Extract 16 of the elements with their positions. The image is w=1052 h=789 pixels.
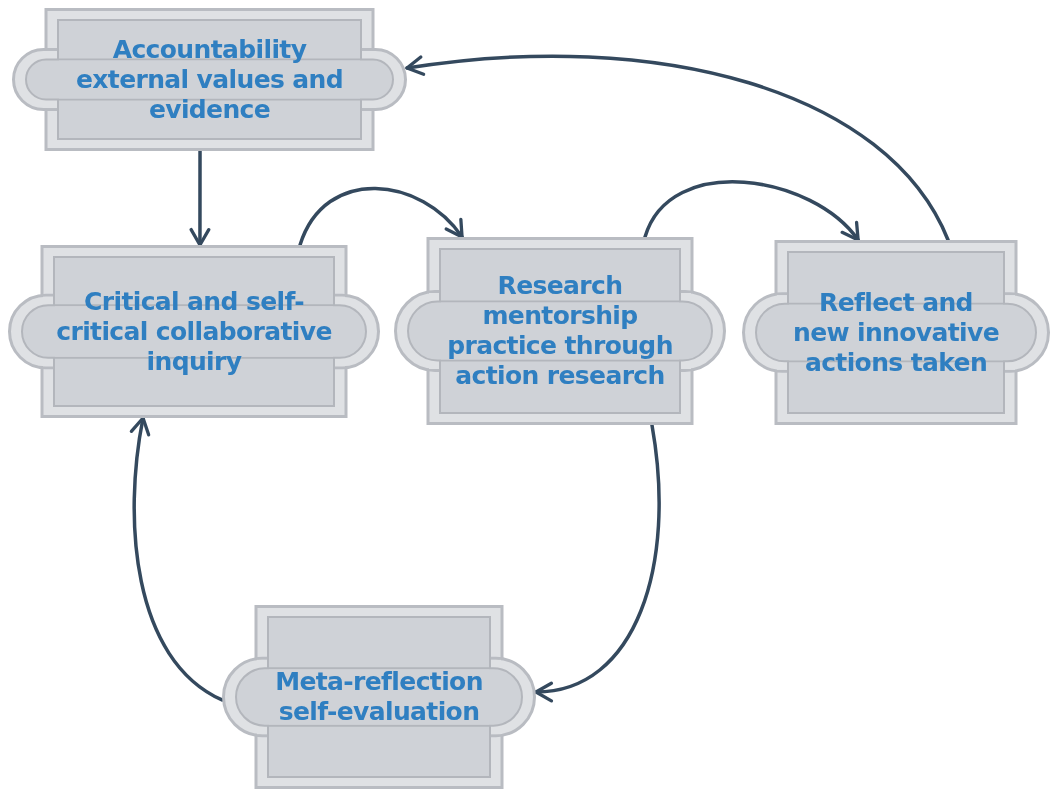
node-label: Research mentorship practice through action research [446, 271, 674, 391]
curved-arrow [405, 54, 950, 242]
node-label: Accountability external values and evidence [75, 34, 344, 125]
curved-arrow [643, 180, 860, 242]
curved-arrow [298, 186, 464, 247]
scroll-frame-box [8, 245, 380, 418]
curved-arrow [130, 416, 224, 702]
curved-arrow [189, 149, 211, 247]
scroll-frame-box [742, 240, 1050, 425]
scroll-frame-box [222, 605, 536, 789]
curved-arrow [534, 423, 661, 701]
node-label: Meta-reflection self-evaluation [274, 667, 484, 727]
node-label: Reflect and new innovative actions taken [791, 287, 1001, 378]
scroll-frame-box [12, 8, 407, 151]
scroll-frame-box [394, 237, 726, 425]
node-label: Critical and self-critical collaborative inquiry [56, 286, 332, 377]
